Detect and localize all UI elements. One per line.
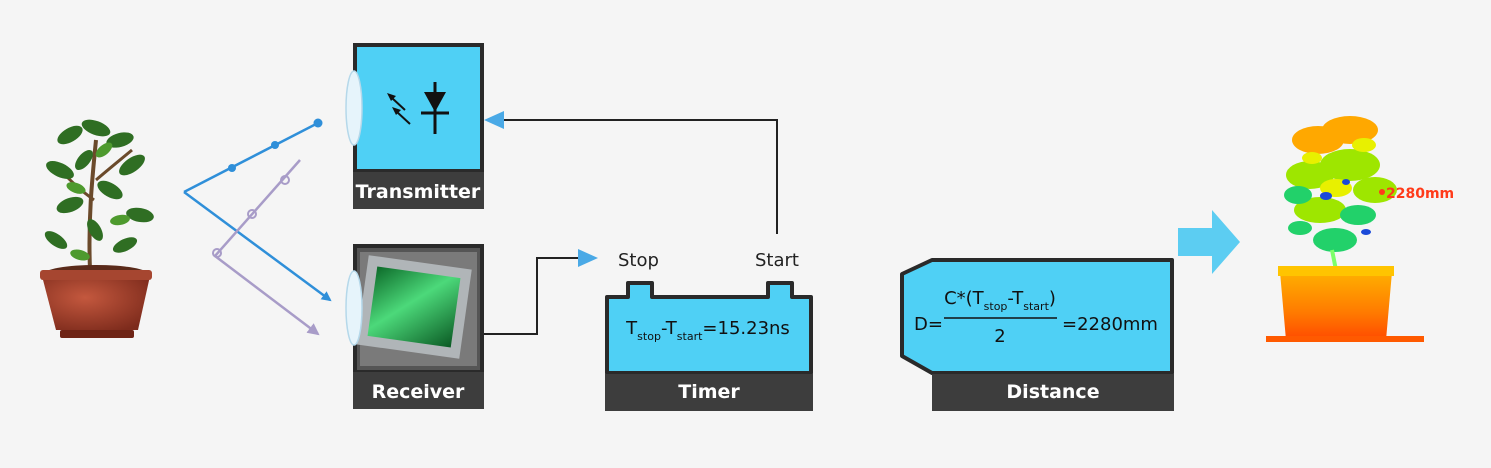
transmitter-label: Transmitter	[356, 181, 481, 203]
distance-numerator: C*(Tstop-Tstart)	[944, 288, 1056, 313]
lens-icon	[345, 270, 363, 346]
receiver-block: Receiver	[345, 244, 484, 409]
timer-block: Stop Start Tstop-Tstart=15.23ns Timer	[605, 250, 813, 411]
timer-label: Timer	[678, 381, 740, 403]
image-sensor-icon	[356, 255, 472, 359]
distance-block: D= C*(Tstop-Tstart) 2 =2280mm Distance	[900, 258, 1174, 411]
measure-point	[1379, 189, 1385, 195]
start-label: Start	[755, 250, 799, 271]
big-arrow-right-icon	[1178, 210, 1240, 274]
distance-denominator: 2	[994, 326, 1005, 347]
distance-label: Distance	[1006, 381, 1099, 403]
laser-diode-icon	[387, 82, 449, 134]
plant-illustration	[40, 119, 154, 338]
lens-icon	[345, 70, 363, 146]
transmitter-block: Transmitter	[345, 43, 484, 209]
distance-result: =2280mm	[1062, 314, 1158, 335]
receiver-label: Receiver	[372, 381, 465, 403]
arrow-right-icon	[578, 249, 598, 267]
stop-label: Stop	[618, 250, 659, 271]
emitted-ray	[183, 118, 332, 302]
time-difference-equation: Tstop-Tstart=15.23ns	[625, 318, 790, 343]
reflected-ray	[212, 159, 320, 336]
point-cloud-distance-label: 2280mm	[1386, 186, 1454, 202]
receiver-stop-connector	[484, 249, 598, 335]
timer-start-connector	[484, 111, 778, 234]
distance-prefix: D=	[914, 314, 943, 335]
arrow-left-icon	[484, 111, 504, 129]
point-cloud-plant: 2280mm	[1266, 116, 1454, 342]
